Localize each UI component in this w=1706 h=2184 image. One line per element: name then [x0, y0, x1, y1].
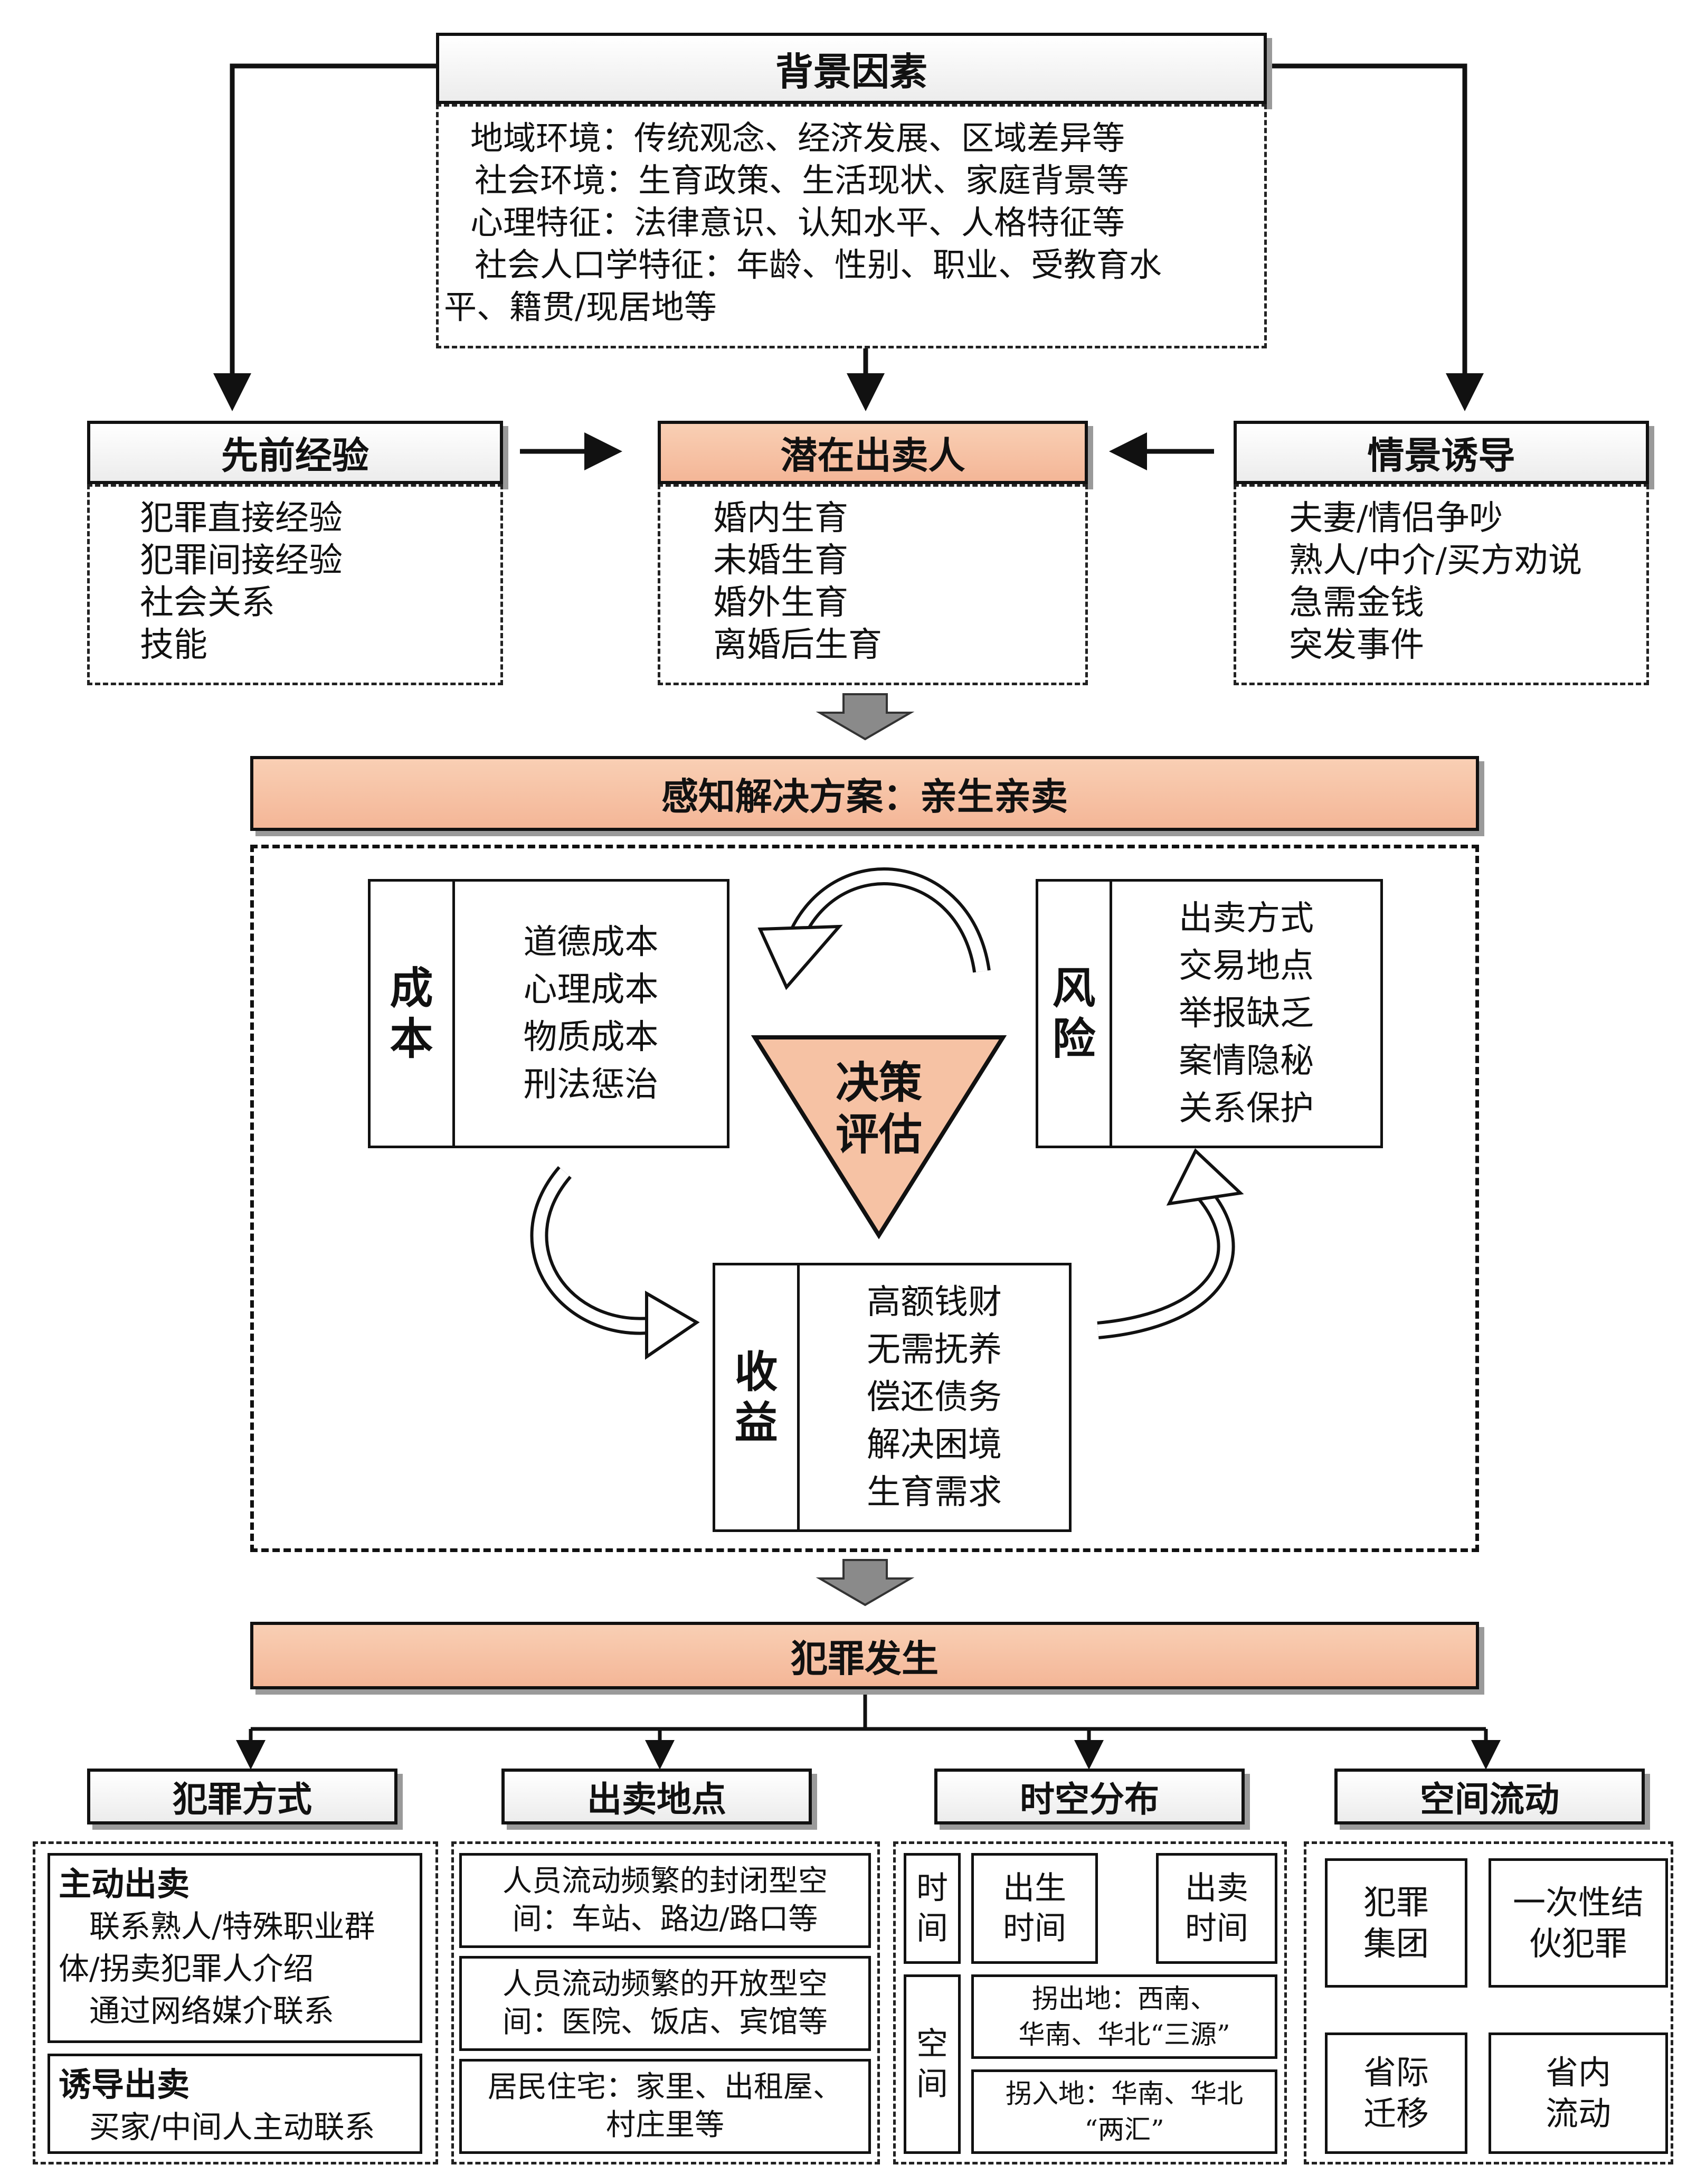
seller-item: 未婚生育 [713, 541, 848, 580]
induced-sell-box: 诱导出卖 买家/中间人主动联系 [48, 2054, 422, 2154]
cycle-arrow-right-inner [1097, 1189, 1232, 1336]
one-time-crime-box: 一次性结 伙犯罪 [1489, 1858, 1668, 1988]
cycle-arrow-left-head [645, 1290, 700, 1360]
active-sell-body: 联系熟人/特殊职业群 体/拐卖犯罪人介绍 通过网络媒介联系 [59, 1908, 375, 2029]
prior-item: 犯罪间接经验 [140, 541, 343, 580]
background-details: 地域环境：传统观念、经济发展、区域差异等 社会环境：生育政策、生活现状、家庭背景… [436, 104, 1267, 348]
time-label: 时 间 [904, 1853, 961, 1964]
risk-items: 出卖方式 交易地点 举报缺乏 案情隐秘 关系保护 [1179, 899, 1314, 1128]
background-line: 平、籍贯/现居地等 [444, 288, 717, 326]
active-sell-title: 主动出卖 [59, 1865, 190, 1903]
cost-items: 道德成本 心理成本 物质成本 刑法惩治 [523, 923, 659, 1104]
down-arrow-1 [816, 693, 915, 741]
down-arrow-2 [816, 1559, 915, 1606]
seller-item: 离婚后生育 [713, 626, 882, 665]
space-label: 空 间 [904, 1974, 961, 2154]
cost-label: 成 本 [371, 882, 455, 1146]
methods-title: 犯罪方式 [87, 1769, 397, 1824]
in-place-box: 拐入地：华南、华北 “两汇” [971, 2069, 1277, 2154]
location-item: 人员流动频繁的封闭型空 间：车站、路边/路口等 [459, 1853, 871, 1948]
flow-title: 空间流动 [1334, 1769, 1645, 1824]
background-line: 地域环境：传统观念、经济发展、区域差异等 [470, 119, 1125, 157]
background-title: 背景因素 [436, 33, 1267, 104]
crime-bar: 犯罪发生 [250, 1622, 1479, 1689]
out-place-box: 拐出地：西南、 华南、华北“三源” [971, 1974, 1277, 2059]
cycle-arrow-top-inner [792, 871, 988, 972]
intra-province-box: 省内 流动 [1489, 2032, 1668, 2154]
spacetime-title: 时空分布 [934, 1769, 1245, 1824]
seller-item: 婚外生育 [713, 583, 848, 622]
seller-item: 婚内生育 [713, 499, 848, 538]
risk-box: 风 险 出卖方式 交易地点 举报缺乏 案情隐秘 关系保护 [1036, 879, 1383, 1148]
prior-items: 犯罪直接经验 犯罪间接经验 社会关系 技能 [87, 484, 503, 685]
cycle-arrow-right-head [1166, 1148, 1244, 1206]
background-line: 社会人口学特征：年龄、性别、职业、受教育水 [475, 245, 1162, 284]
prior-item: 社会关系 [140, 583, 275, 622]
seller-items: 婚内生育 未婚生育 婚外生育 离婚后生育 [658, 484, 1088, 685]
situation-items: 夫妻/情侣争吵 熟人/中介/买方劝说 急需金钱 突发事件 [1234, 484, 1649, 685]
location-item: 人员流动频繁的开放型空 间：医院、饭店、宾馆等 [459, 1956, 871, 2051]
situation-item: 夫妻/情侣争吵 [1289, 499, 1503, 538]
prior-title: 先前经验 [87, 421, 503, 484]
induced-sell-body: 买家/中间人主动联系 [59, 2109, 375, 2145]
inter-province-box: 省际 迁移 [1325, 2032, 1467, 2154]
decision-region [250, 845, 1479, 1552]
decision-center-label: 决策 评估 [835, 1057, 922, 1160]
arrow-background-to-prior [213, 63, 436, 411]
decision-triangle [751, 1035, 1007, 1240]
gain-items: 高额钱财 无需抚养 偿还债务 解决困境 生育需求 [867, 1283, 1002, 1512]
cost-box: 成 本 道德成本 心理成本 物质成本 刑法惩治 [368, 879, 729, 1148]
prior-item: 技能 [140, 626, 207, 665]
situation-title: 情景诱导 [1234, 421, 1649, 484]
background-line: 心理特征：法律意识、认知水平、人格特征等 [470, 203, 1125, 242]
crime-group-box: 犯罪 集团 [1325, 1858, 1467, 1988]
situation-item: 突发事件 [1289, 626, 1424, 665]
cycle-arrow-left-inner [533, 1168, 656, 1332]
location-item: 居民住宅：家里、出租屋、 村庄里等 [459, 2059, 871, 2154]
gain-label: 收 益 [715, 1265, 800, 1529]
situation-item: 急需金钱 [1289, 583, 1424, 622]
seller-title: 潜在出卖人 [658, 421, 1088, 484]
birth-time-box: 出生 时间 [971, 1853, 1098, 1964]
sell-time-box: 出卖 时间 [1156, 1853, 1277, 1964]
prior-item: 犯罪直接经验 [140, 499, 343, 538]
situation-item: 熟人/中介/买方劝说 [1289, 541, 1582, 580]
solution-bar: 感知解决方案：亲生亲卖 [250, 756, 1479, 831]
background-line: 社会环境：生育政策、生活现状、家庭背景等 [475, 161, 1130, 200]
arrow-background-to-situation [1267, 63, 1484, 411]
cycle-arrow-top-head [757, 924, 843, 990]
risk-label: 风 险 [1038, 882, 1112, 1146]
gain-box: 收 益 高额钱财 无需抚养 偿还债务 解决困境 生育需求 [713, 1263, 1072, 1532]
locations-title: 出卖地点 [501, 1769, 812, 1824]
active-sell-box: 主动出卖 联系熟人/特殊职业群 体/拐卖犯罪人介绍 通过网络媒介联系 [48, 1853, 422, 2043]
induced-sell-title: 诱导出卖 [59, 2065, 190, 2104]
